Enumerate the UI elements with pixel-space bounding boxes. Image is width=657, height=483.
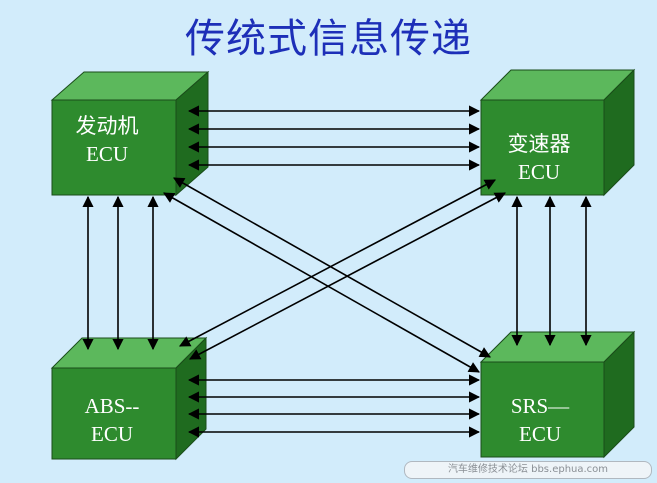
transmission-ecu-box: [479, 68, 636, 197]
diagonal-links: [163, 177, 506, 373]
transmission-ecu-label: 变速器 ECU: [484, 130, 594, 186]
abs-srs-links: [187, 374, 481, 438]
transmission-ecu-name: 变速器: [507, 132, 571, 156]
transmission-srs-links: [511, 195, 592, 347]
srs-ecu-code: ECU: [519, 422, 561, 446]
transmission-ecu-code: ECU: [518, 160, 560, 184]
engine-ecu-label: 发动机 ECU: [52, 112, 162, 168]
engine-srs-arrow: [163, 192, 480, 373]
page-title: 传统式信息传递: [185, 16, 472, 62]
srs-ecu-label: SRS— ECU: [484, 392, 596, 448]
transmission-abs-arrow: [189, 192, 506, 360]
engine-abs-links: [82, 195, 159, 351]
abs-ecu-code: ECU: [91, 422, 133, 446]
abs-ecu-label: ABS-- ECU: [56, 392, 168, 448]
srs-ecu-name: SRS—: [510, 394, 570, 418]
transmission-abs-arrow: [179, 179, 496, 347]
engine-transmission-links: [187, 105, 481, 171]
engine-ecu-code: ECU: [86, 142, 128, 166]
forum-watermark: 汽车维修技术论坛 bbs.ephua.com: [404, 461, 652, 479]
engine-srs-arrow: [173, 177, 491, 358]
engine-ecu-name: 发动机: [75, 114, 139, 138]
abs-ecu-name: ABS--: [84, 394, 140, 418]
